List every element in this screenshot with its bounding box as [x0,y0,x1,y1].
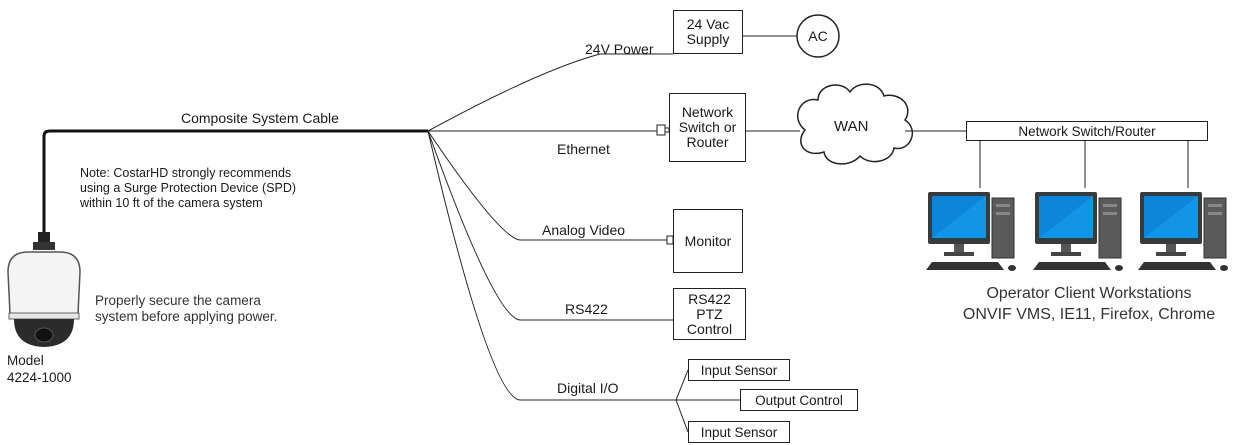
camera-model-label: Model 4224-1000 [7,352,72,386]
spd-note: Note: CostarHD strongly recommends using… [80,166,296,211]
spd-note-line2: using a Surge Protection Device (SPD) [80,181,297,195]
spd-note-line3: within 10 ft of the camera system [80,196,263,210]
workstation-3 [1138,192,1228,271]
power-line [427,53,673,132]
wan-label: WAN [834,118,869,135]
digital-io-line [427,130,676,401]
workstation-1 [926,192,1016,271]
power-supply-line1: 24 Vac [686,16,730,32]
ethernet-line-label: Ethernet [557,141,610,157]
rs422-ptz-line2: Control [686,320,733,337]
secure-camera-line1: Properly secure the camera [95,293,261,308]
network-switch-box: Network Switch or Router [669,93,746,162]
secure-camera-line2: system before applying power. [95,309,278,324]
ptz-camera-icon [7,232,81,347]
power-supply-box: 24 Vac Supply [673,10,743,54]
camera-model-line1: Model [7,353,44,368]
wan-cloud-icon [797,83,914,165]
workstation-2 [1033,192,1123,271]
camera-model-line2: 4224-1000 [7,370,72,385]
workstations-caption-line2: ONVIF VMS, IE11, Firefox, Chrome [962,306,1216,323]
ethernet-port-icon [656,124,666,136]
composite-cable-label: Composite System Cable [181,110,339,126]
digital-io-branches [675,369,740,433]
network-switch-line1: Network [681,104,734,120]
rs422-line-label: RS422 [565,301,608,317]
digital-io-line-label: Digital I/O [557,380,619,396]
composite-cable [42,129,428,232]
ac-source [796,14,840,58]
rs422-ptz-line1: RS422 PTZ [688,290,731,322]
network-switch-line3: Router [686,134,729,150]
input-sensor-bottom-box: Input Sensor [688,421,790,443]
power-line-label: 24V Power [585,41,654,57]
output-control-box: Output Control [740,389,858,411]
monitor-box: Monitor [673,209,743,273]
rs422-ptz-box: RS422 PTZ Control [673,288,746,340]
power-supply-line2: Supply [686,31,730,47]
analog-video-line-label: Analog Video [542,222,626,238]
network-switch-line2: Switch or [678,119,737,135]
client-network-switch-box: Network Switch/Router [966,121,1208,141]
secure-camera-note: Properly secure the camera system before… [95,293,277,325]
analog-video-line [427,130,667,241]
ac-label: AC [808,28,828,44]
workstations-caption: Operator Client Workstations ONVIF VMS, … [938,283,1240,325]
rs422-line [427,130,673,321]
spd-note-line1: Note: CostarHD strongly recommends [80,166,292,180]
input-sensor-top-box: Input Sensor [688,359,790,381]
workstations-caption-line1: Operator Client Workstations [986,285,1192,302]
